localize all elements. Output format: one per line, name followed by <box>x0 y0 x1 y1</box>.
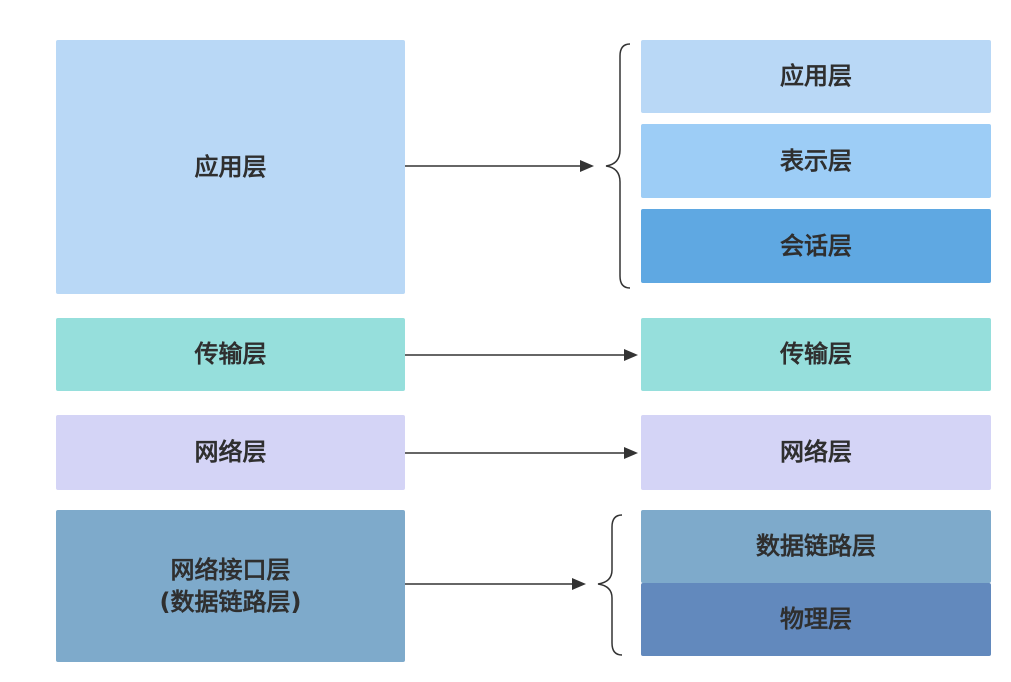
right-session-box: 会话层 <box>641 209 991 283</box>
left-transport-label: 传输层 <box>194 340 267 369</box>
left-network-interface-label: 网络接口层 <box>170 555 291 584</box>
left-application-label: 应用层 <box>194 152 267 181</box>
left-transport-box: 传输层 <box>56 318 405 391</box>
right-network-label: 网络层 <box>780 438 852 467</box>
right-transport-label: 传输层 <box>780 340 852 369</box>
left-network-interface-box: 网络接口层 (数据链路层) <box>56 510 405 662</box>
right-datalink-box: 数据链路层 <box>641 510 991 583</box>
right-datalink-label: 数据链路层 <box>756 532 876 561</box>
right-presentation-box: 表示层 <box>641 124 991 198</box>
right-application-box: 应用层 <box>641 40 991 113</box>
right-network-box: 网络层 <box>641 415 991 490</box>
right-presentation-label: 表示层 <box>780 146 852 175</box>
right-transport-box: 传输层 <box>641 318 991 391</box>
right-physical-box: 物理层 <box>641 583 991 656</box>
arrowhead-application-icon <box>580 160 594 172</box>
right-session-label: 会话层 <box>780 231 852 260</box>
left-datalink-paren-label: (数据链路层) <box>159 588 302 616</box>
arrowhead-transport-icon <box>624 349 638 361</box>
right-application-label: 应用层 <box>780 62 852 91</box>
brace-network-interface-icon <box>597 514 623 656</box>
brace-application-icon <box>605 43 631 289</box>
arrowhead-network-icon <box>624 447 638 459</box>
right-physical-label: 物理层 <box>780 605 852 634</box>
left-application-box: 应用层 <box>56 40 405 294</box>
left-network-box: 网络层 <box>56 415 405 490</box>
left-network-label: 网络层 <box>194 438 267 467</box>
arrowhead-network-interface-icon <box>572 578 586 590</box>
